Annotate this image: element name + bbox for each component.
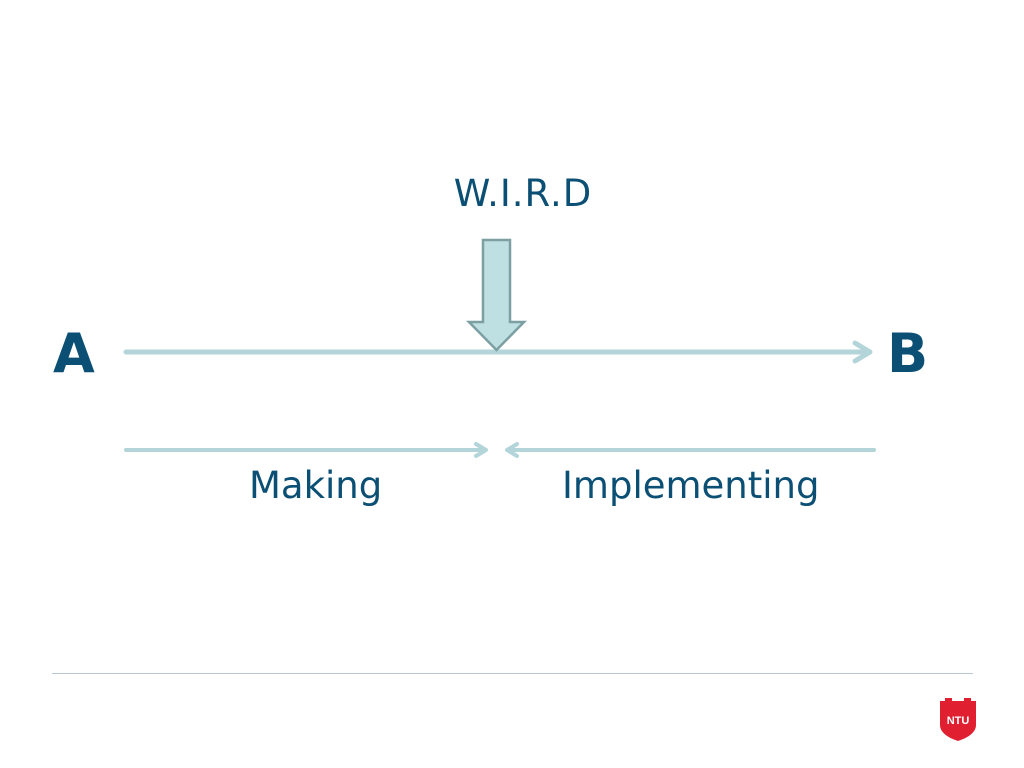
making-phase-label: Making xyxy=(249,464,383,507)
ntu-logo: NTU xyxy=(940,698,976,741)
implementing-phase-arrow xyxy=(505,442,876,458)
making-phase-arrow xyxy=(124,442,488,458)
start-node-label: A xyxy=(53,322,95,385)
implementing-phase-label: Implementing xyxy=(562,464,820,507)
main-timeline-arrow xyxy=(123,340,873,364)
wird-down-arrow xyxy=(466,238,527,352)
ntu-logo-text: NTU xyxy=(947,715,970,727)
wird-title: W.I.R.D xyxy=(453,172,593,215)
end-node-label: B xyxy=(887,322,929,385)
footer-divider xyxy=(52,673,973,674)
